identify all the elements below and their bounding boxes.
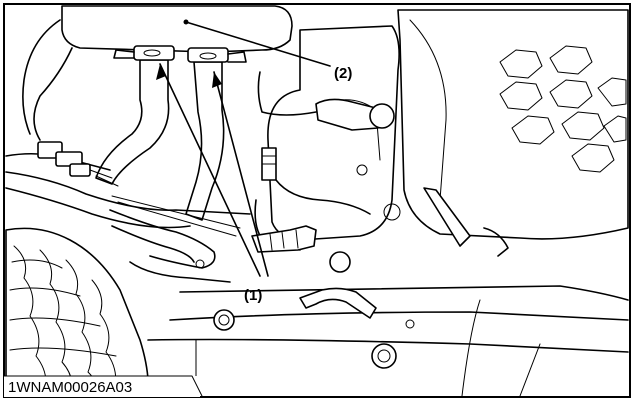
- left-hose-clamp: [113, 45, 175, 61]
- right-hose-clamp: [187, 47, 247, 63]
- line-art: [5, 5, 629, 397]
- figure-id: 1WNAM00026A03: [8, 379, 132, 396]
- wiring-harness: [5, 19, 251, 237]
- callout-leaders: [156, 19, 331, 277]
- floor-plate: [179, 285, 629, 301]
- pipe-connector: [251, 225, 351, 273]
- left-hose: [95, 59, 170, 185]
- callout-label-1: (1): [244, 287, 262, 304]
- vent-hexagons: [499, 45, 627, 173]
- callout-label-2: (2): [334, 65, 352, 82]
- sensor-connector: [257, 71, 395, 131]
- side-panel: [397, 9, 629, 240]
- figure-id-box: [4, 376, 200, 397]
- floor-bolts: [195, 259, 415, 369]
- drain-hose: [109, 209, 216, 269]
- reservoir-body: [61, 5, 293, 53]
